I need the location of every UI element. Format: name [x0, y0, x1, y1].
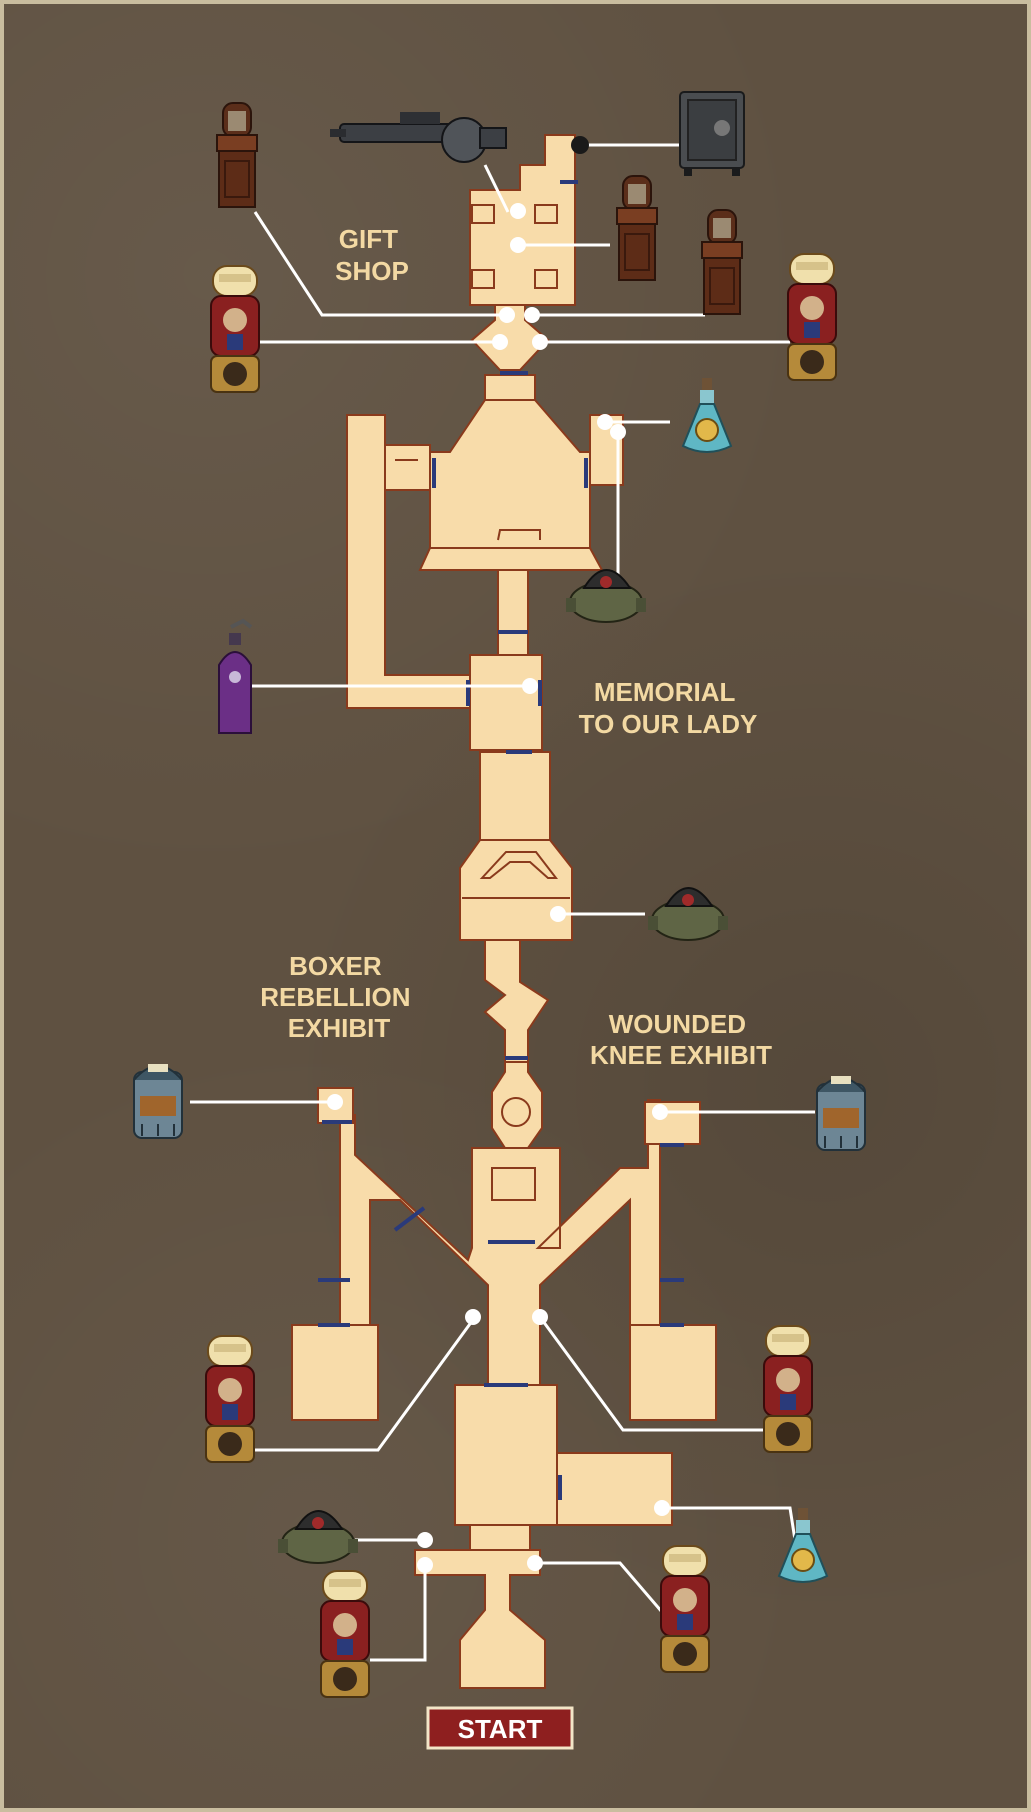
start-label: START — [458, 1714, 543, 1744]
zigzag-passage — [483, 939, 550, 1063]
ticket-box-icon — [816, 1075, 866, 1151]
dollar-bill-vending-machine-icon — [210, 265, 260, 393]
salts-bottle-icon — [778, 1507, 828, 1583]
start-marker: START — [426, 1706, 574, 1750]
memorial-label: MEMORIAL TO OUR LADY — [579, 677, 758, 739]
salts-bottle-icon — [682, 377, 732, 453]
lower-hall — [454, 1384, 558, 1526]
doors — [318, 180, 684, 1500]
gatling-gun-icon — [329, 111, 507, 163]
gear-icon — [565, 569, 647, 623]
gift-shop-exit — [470, 304, 550, 371]
rooms — [291, 134, 717, 1689]
gear-icon — [647, 887, 729, 941]
wounded-knee-room — [629, 1324, 717, 1421]
lower-east-hall — [556, 1452, 673, 1526]
west-annex — [384, 444, 431, 491]
south-neck — [497, 569, 529, 656]
dollar-bill-vending-machine-icon — [763, 1325, 813, 1453]
gift-shop-room — [469, 134, 576, 306]
voxophone-pedestal-icon — [616, 175, 658, 281]
infusion-icon — [217, 619, 253, 735]
area-labels: GIFT SHOP MEMORIAL TO OUR LADY BOXER REB… — [260, 224, 772, 1070]
safe-icon — [679, 91, 745, 177]
ammo-vending-machine-icon — [787, 253, 837, 381]
entry-hall — [414, 1549, 546, 1689]
entry-corridor — [469, 1524, 531, 1551]
boxer-rebellion-label: BOXER REBELLION EXHIBIT — [260, 951, 417, 1043]
voxophone-pedestal-icon — [701, 209, 743, 315]
voxophone-pedestal-icon — [216, 102, 258, 208]
leader-lines — [190, 136, 815, 1662]
memorial-plaza — [429, 399, 591, 549]
ticket-box-icon — [133, 1063, 183, 1139]
central-hall — [479, 751, 551, 841]
dollar-bill-vending-machine-icon — [660, 1545, 710, 1673]
octagon-hall — [459, 839, 573, 941]
memorial-room — [469, 654, 543, 751]
ammo-vending-machine-icon — [320, 1570, 370, 1698]
gear-icon — [277, 1510, 359, 1564]
ammo-vending-machine-icon — [205, 1335, 255, 1463]
rotunda — [491, 1061, 543, 1149]
plaza-entry — [484, 374, 536, 401]
boxer-exhibit-room — [291, 1324, 379, 1421]
gift-shop-label: GIFT SHOP — [335, 224, 409, 286]
wounded-knee-label: WOUNDED KNEE EXHIBIT — [590, 1009, 772, 1070]
